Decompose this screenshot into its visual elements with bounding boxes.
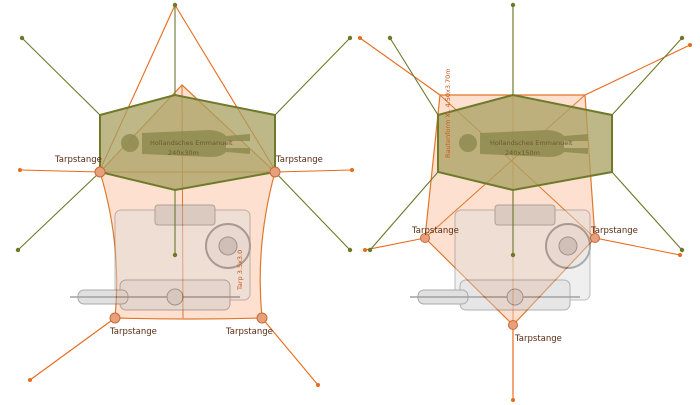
right-person-silhouette-icon — [459, 130, 588, 157]
tarp-pole-icon — [590, 233, 600, 243]
left-tarp-size-vertical: Tarp 3.5x3.0 — [236, 250, 244, 291]
left-layout: Tarpstange Tarpstange Tarpstange Tarpsta… — [15, 2, 354, 387]
right-pole-label-left: Tarpstange — [411, 226, 459, 236]
left-pole-label-bottom-left: Tarpstange — [109, 327, 157, 337]
right-tarp-poles — [420, 233, 600, 330]
left-pole-label-bottom-right: Tarpstange — [225, 327, 273, 337]
tarp-pole-icon — [94, 166, 106, 178]
tarp-pole-icon — [420, 233, 430, 243]
right-hammock-size: 240x150m — [505, 149, 540, 157]
left-orange-stakes — [18, 168, 354, 387]
tarp-pole-icon — [256, 312, 268, 324]
left-hammock-size: 240x30m — [168, 149, 199, 157]
tarp-pole-icon — [269, 166, 281, 178]
right-green-stakes — [367, 2, 685, 258]
left-tarp-poles — [94, 166, 281, 324]
left-green-stakes — [15, 2, 353, 258]
right-pole-label-right: Tarpstange — [590, 226, 638, 236]
right-tarp-size-vertical: Rautenform XL 4.50x3.70m — [444, 68, 452, 158]
left-green-guylines — [17, 5, 351, 255]
left-motorcycle-with-sidecar-icon — [70, 204, 251, 311]
right-orange-stakes — [358, 36, 692, 402]
left-person-silhouette-icon — [121, 130, 250, 157]
right-hammock-name: Hollandsches Emmanuelt — [490, 139, 573, 147]
tarp-pole-icon — [109, 312, 121, 324]
left-pole-label-top-right: Tarpstange — [275, 155, 323, 165]
right-layout: Tarpstange Tarpstange Tarpstange Holland… — [358, 2, 692, 402]
right-green-guylines — [369, 5, 683, 255]
left-hammock-name: Hollandsches Emmanuelt — [150, 139, 233, 147]
tarp-pole-icon — [508, 320, 518, 330]
right-pole-label-bottom: Tarpstange — [514, 334, 562, 344]
left-pole-label-top-left: Tarpstange — [54, 155, 102, 165]
right-motorcycle-with-sidecar-icon — [410, 204, 591, 311]
